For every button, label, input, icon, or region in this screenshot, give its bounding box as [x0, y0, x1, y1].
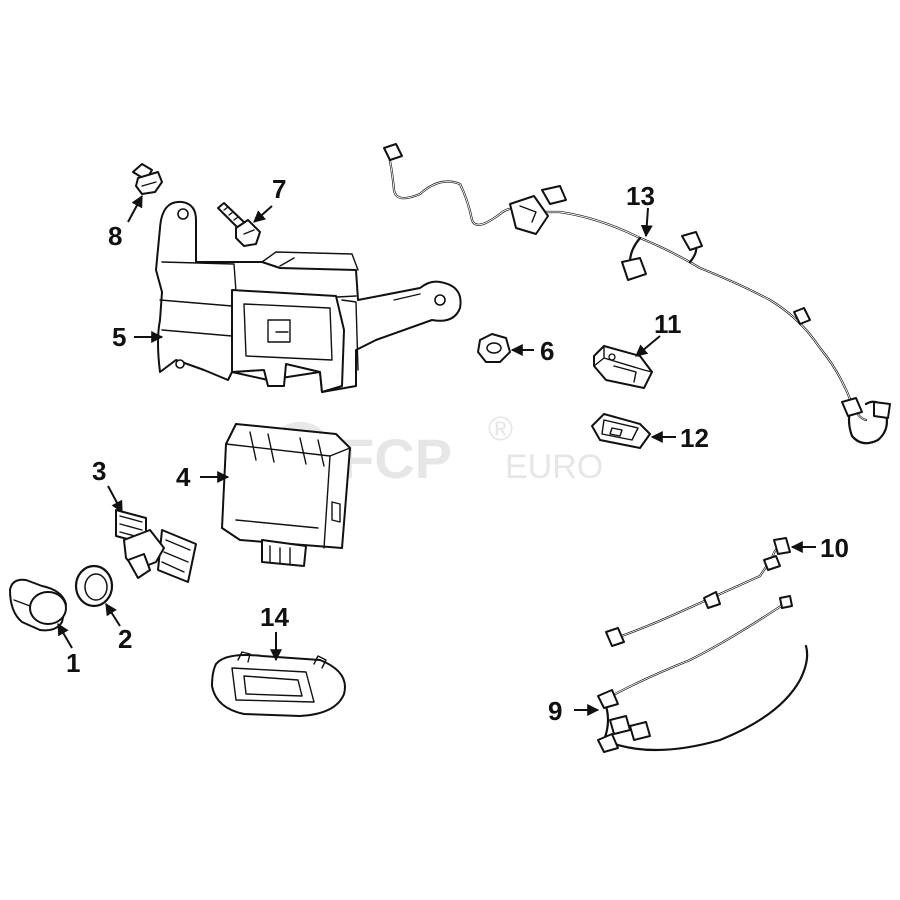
callout-7: 7 [272, 174, 286, 204]
watermark-brand-main: FCP [340, 427, 452, 490]
callout-8: 8 [108, 221, 122, 251]
part-7-bolt [217, 202, 261, 247]
leader-1 [57, 622, 73, 649]
callout-14: 14 [260, 602, 289, 632]
part-9-wire-harness [597, 595, 809, 753]
callout-labels: 8 7 5 6 13 11 12 4 3 10 2 1 14 9 [66, 174, 849, 726]
part-12-sensor [591, 413, 651, 449]
callout-leaders [57, 194, 816, 716]
callout-5: 5 [112, 322, 126, 352]
watermark-registered: ® [488, 410, 513, 448]
part-13-wiring-harness [383, 143, 891, 445]
part-3-sensor-bracket [115, 509, 197, 583]
watermark-brand-suffix: EURO [505, 448, 603, 486]
part-14-bezel [211, 651, 346, 717]
callout-13: 13 [626, 181, 655, 211]
part-8-clip [132, 163, 163, 195]
leader-7 [253, 205, 273, 223]
callout-1: 1 [66, 648, 80, 678]
callout-3: 3 [92, 456, 106, 486]
callout-4: 4 [176, 462, 191, 492]
leader-8 [127, 194, 143, 223]
leader-11 [635, 335, 661, 357]
part-11-sensor [593, 345, 653, 389]
callout-6: 6 [540, 336, 554, 366]
callout-9: 9 [548, 696, 562, 726]
callout-11: 11 [654, 309, 682, 339]
part-10-wire [605, 537, 791, 647]
leader-2 [105, 602, 121, 627]
leader-13 [640, 207, 653, 238]
callout-12: 12 [680, 423, 709, 453]
part-5-bracket [155, 200, 462, 393]
callout-10: 10 [820, 533, 849, 563]
callout-2: 2 [118, 624, 132, 654]
leader-3 [107, 485, 123, 514]
part-4-module [221, 423, 351, 567]
part-6-nut [477, 333, 511, 363]
part-1-sensor [9, 578, 67, 632]
part-2-retainer-ring [74, 564, 114, 608]
